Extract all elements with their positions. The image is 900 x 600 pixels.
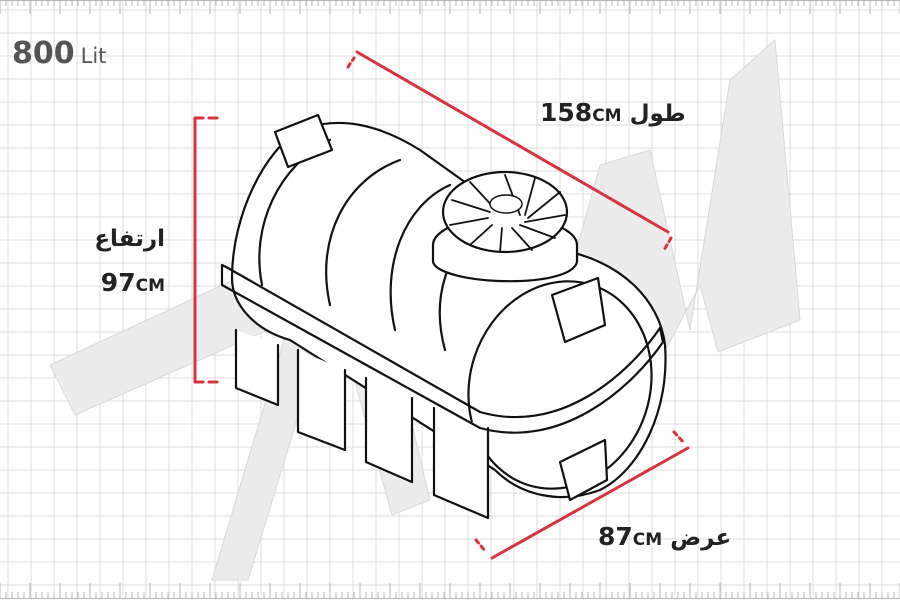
- tank-strap: [220, 263, 665, 434]
- ruler-top: [0, 0, 900, 14]
- tank-leg: [234, 328, 280, 407]
- tank-leg: [364, 376, 414, 484]
- length-line: [355, 50, 670, 234]
- tank-saddle: [550, 276, 607, 344]
- tank-saddle: [273, 113, 334, 169]
- width-tick-end: [672, 430, 686, 445]
- tank-leg: [432, 406, 490, 520]
- capacity-unit: Lit: [80, 44, 107, 68]
- tank-drawing: [220, 113, 667, 520]
- width-text: عرض: [670, 525, 732, 551]
- tank-lid-rim: [431, 243, 579, 283]
- dimension-lines: [193, 50, 690, 560]
- width-line: [490, 446, 690, 560]
- length-value: 158: [540, 98, 593, 127]
- width-value: 87: [598, 522, 633, 551]
- height-label: 97CM: [101, 268, 165, 297]
- tank-rib: [389, 183, 452, 332]
- length-tick-start: [346, 56, 356, 69]
- tank-lid-logo: [489, 194, 523, 214]
- length-unit: CM: [592, 106, 622, 126]
- ruler-bottom: [0, 583, 900, 599]
- length-label: 158CM طول: [540, 98, 686, 127]
- width-tick-start: [474, 538, 488, 554]
- tank-rib: [325, 158, 402, 307]
- length-text: طول: [629, 101, 686, 127]
- width-unit: CM: [632, 530, 663, 550]
- capacity-value: 800: [12, 36, 75, 71]
- height-unit: CM: [135, 276, 165, 296]
- length-tick-end: [662, 236, 673, 252]
- tank-saddle: [558, 438, 609, 502]
- tank-leg: [296, 348, 347, 452]
- width-label: 87CM عرض: [598, 522, 731, 551]
- height-value: 97: [100, 268, 136, 297]
- height-text: ارتفاع: [94, 226, 165, 252]
